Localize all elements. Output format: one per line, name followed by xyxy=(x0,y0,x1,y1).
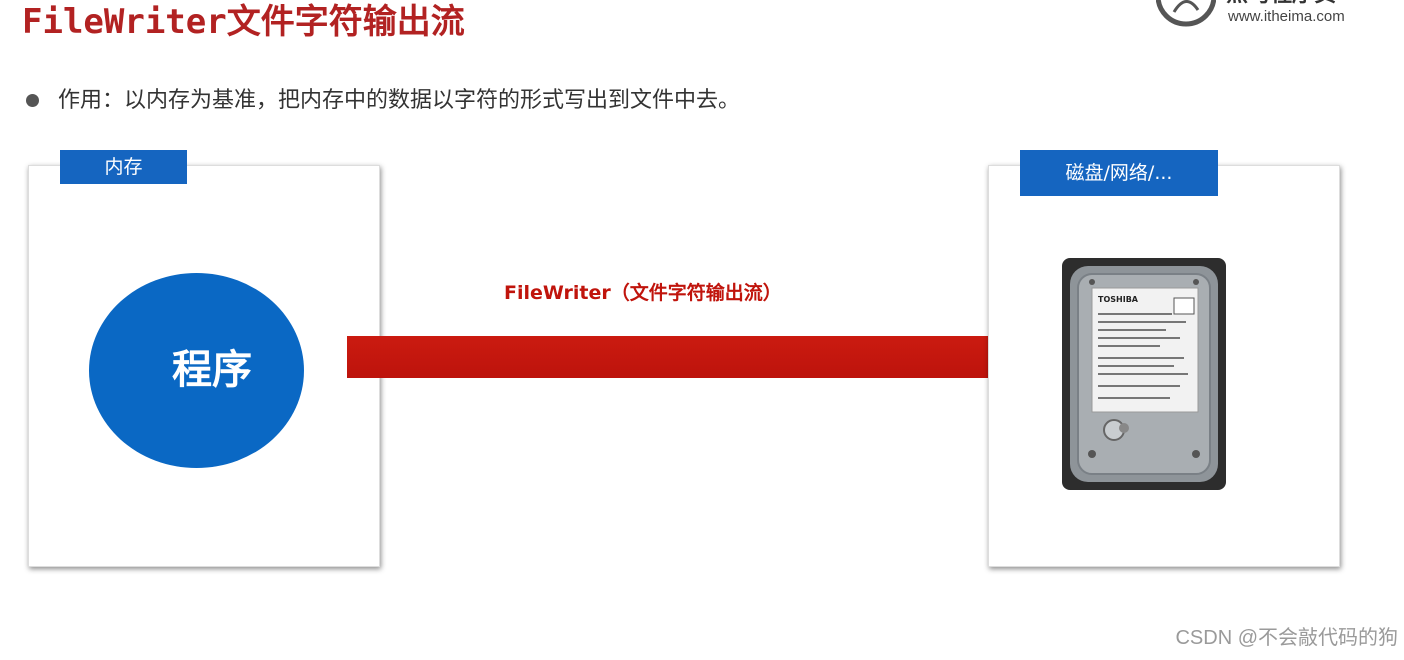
bullet-dot-icon xyxy=(26,94,39,107)
brand-logo: 黑马程序员 www.itheima.com xyxy=(1150,0,1390,32)
program-ellipse xyxy=(89,273,304,468)
right-arrow-icon xyxy=(347,320,1032,394)
bullet-text: 作用：以内存为基准，把内存中的数据以字符的形式写出到文件中去。 xyxy=(58,88,741,113)
watermark: CSDN @不会敲代码的狗 xyxy=(1175,627,1398,649)
arrow-label: FileWriter（文件字符输出流） xyxy=(504,282,782,304)
itheima-logo-icon xyxy=(1156,0,1216,27)
logo-name: 黑马程序员 xyxy=(1226,0,1336,8)
disk-brand: TOSHIBA xyxy=(1098,295,1139,304)
disk-network-tag: 磁盘/网络/... xyxy=(1020,150,1218,196)
memory-tag: 内存 xyxy=(60,150,187,184)
hard-disk-icon: TOSHIBA xyxy=(1062,258,1226,490)
program-label: 程序 xyxy=(172,347,252,393)
page-title: FileWriter文件字符输出流 xyxy=(22,2,465,42)
logo-url: www.itheima.com xyxy=(1228,8,1345,25)
